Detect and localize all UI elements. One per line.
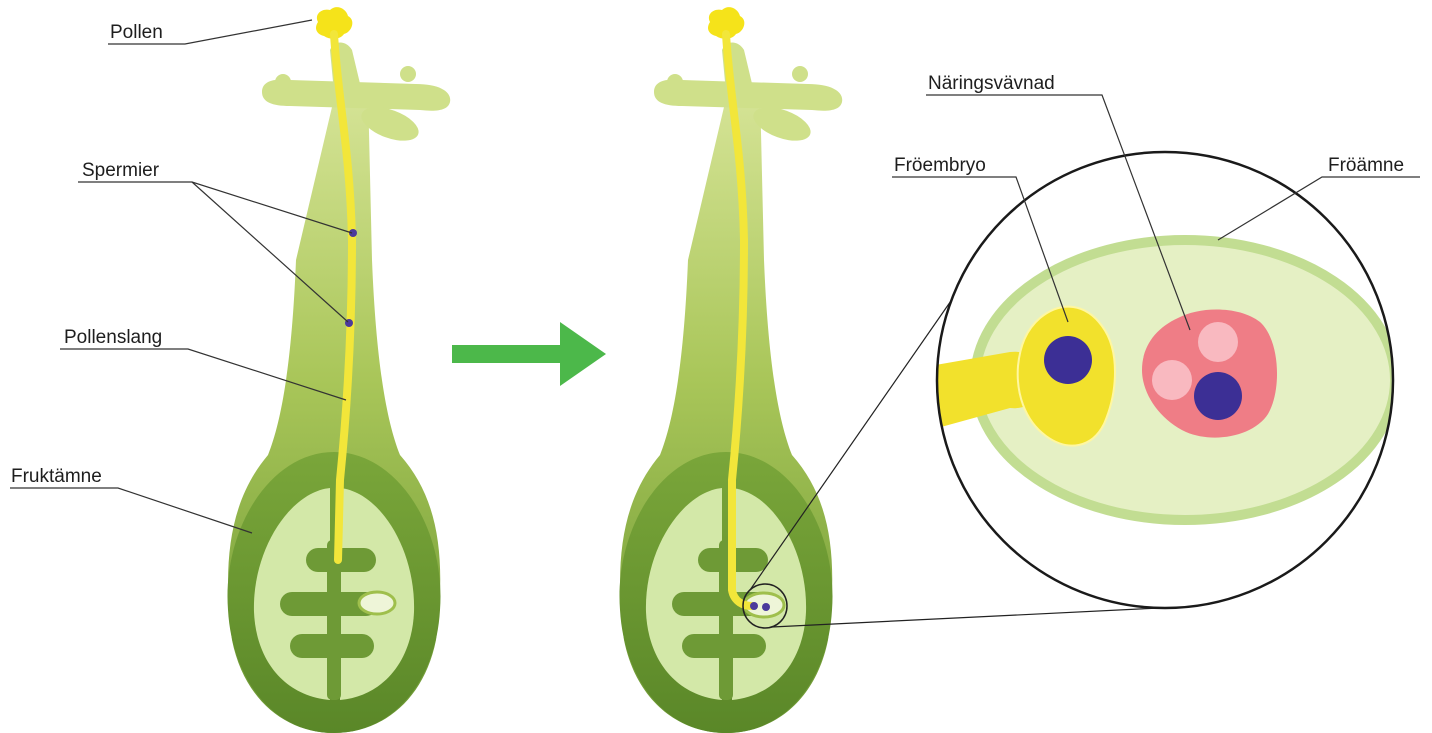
label-pollen: Pollen (110, 22, 163, 43)
label-spermier: Spermier (82, 160, 160, 181)
leader-fruktamne (10, 488, 252, 533)
label-naringsvavnad: Näringsvävnad (928, 73, 1055, 94)
sperm-cell-1 (750, 602, 758, 610)
pistil-before (227, 7, 450, 733)
sperm-cell-2 (762, 603, 770, 611)
label-froembryo: Fröembryo (894, 155, 986, 176)
embryo-nucleus (1044, 336, 1092, 384)
endosperm-spot-2 (1152, 360, 1192, 400)
process-arrow (452, 322, 606, 386)
label-pollenslang: Pollenslang (64, 327, 162, 348)
pistil-after (619, 7, 842, 733)
ovule (359, 592, 395, 614)
zoom-detail (930, 152, 1395, 608)
endosperm-nucleus (1194, 372, 1242, 420)
endosperm-spot-1 (1198, 322, 1238, 362)
label-fruktamne: Fruktämne (11, 466, 102, 487)
label-froamne: Fröämne (1328, 155, 1404, 176)
